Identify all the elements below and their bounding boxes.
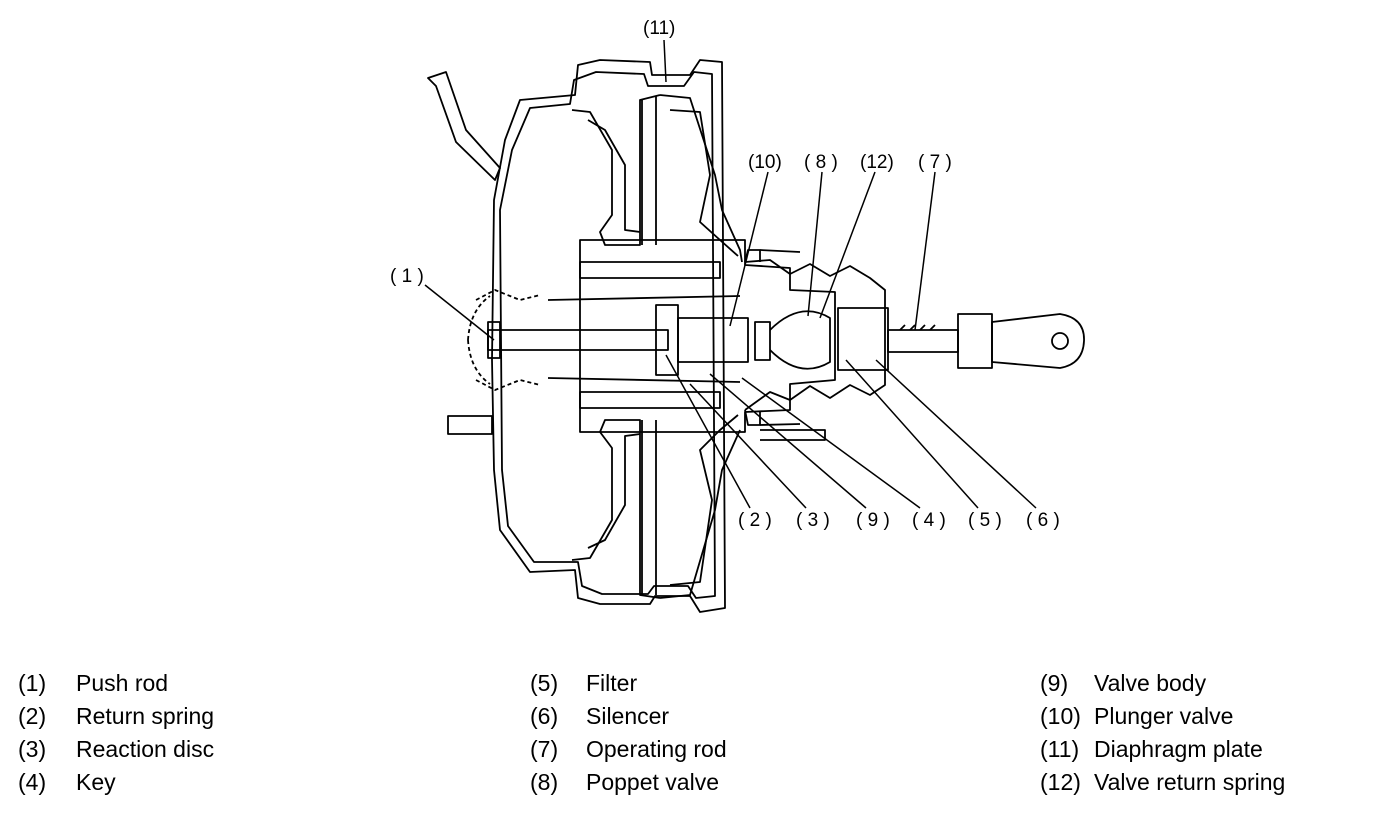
callout-5: ( 5 )	[968, 510, 1002, 531]
legend-number: (6)	[530, 703, 559, 729]
legend-label: Return spring	[76, 703, 215, 729]
legend-item: (6) Silencer	[530, 700, 727, 733]
legend-label: Plunger valve	[1094, 703, 1234, 729]
callout-10: (10)	[748, 152, 782, 173]
callout-6: ( 6 )	[1026, 510, 1060, 531]
clevis	[991, 313, 1085, 369]
legend-label: Valve body	[1094, 670, 1207, 696]
legend-number: (2)	[18, 703, 47, 729]
legend-number: (11)	[1040, 736, 1080, 762]
stud-bolt	[447, 415, 493, 435]
callout-2: ( 2 )	[738, 510, 772, 531]
callout-7: ( 7 )	[918, 152, 952, 173]
callout-11: (11)	[643, 18, 675, 39]
legend-label: Filter	[586, 670, 638, 696]
vacuum-pipe	[427, 71, 501, 181]
legend-label: Key	[76, 769, 116, 795]
legend-column-3: (9) Valve body (10) Plunger valve (11) Diap…	[1040, 667, 1285, 799]
callout-8: ( 8 )	[804, 152, 838, 173]
legend-label: Push rod	[76, 670, 169, 696]
legend-item: (1) Push rod	[18, 667, 214, 700]
legend-number: (9)	[1040, 670, 1069, 696]
legend-number: (5)	[530, 670, 559, 696]
legend-number: (3)	[18, 736, 47, 762]
brake-booster-cross-section: (11) (10) ( 8 ) (12) ( 7 ) ( 1 ) ( 2 ) (…	[390, 18, 1085, 613]
legend-item: (3) Reaction disc	[18, 733, 214, 766]
legend-number: (10)	[1040, 703, 1081, 729]
callout-12: (12)	[860, 152, 894, 173]
callout-9: ( 9 )	[856, 510, 890, 531]
legend-label: Poppet valve	[586, 769, 719, 795]
legend-item: (7) Operating rod	[530, 733, 727, 766]
legend-item: (12) Valve return spring	[1040, 766, 1285, 799]
legend-label: Silencer	[586, 703, 670, 729]
legend-number: (8)	[530, 769, 559, 795]
legend-item: (10) Plunger valve	[1040, 700, 1285, 733]
legend-item: (8) Poppet valve	[530, 766, 727, 799]
legend-item: (9) Valve body	[1040, 667, 1285, 700]
legend-item: (2) Return spring	[18, 700, 214, 733]
rear-boot	[744, 259, 886, 411]
leader-lines	[424, 39, 1037, 509]
legend-label: Operating rod	[586, 736, 727, 762]
legend-number: (4)	[18, 769, 47, 795]
legend-label: Reaction disc	[76, 736, 215, 762]
legend-item: (4) Key	[18, 766, 214, 799]
callout-4: ( 4 )	[912, 510, 946, 531]
legend-label: Valve return spring	[1094, 769, 1286, 795]
operating-rod	[887, 329, 959, 353]
push-rod	[487, 329, 669, 351]
callout-1: ( 1 )	[390, 266, 424, 287]
legend-item: (5) Filter	[530, 667, 727, 700]
legend-column-2: (5) Filter (6) Silencer (7) Operating rod (…	[530, 667, 727, 799]
legend-number: (12)	[1040, 769, 1081, 795]
legend-label: Diaphragm plate	[1094, 736, 1263, 762]
legend-column-1: (1) Push rod (2) Return spring (3) Reaction…	[18, 667, 214, 799]
callout-3: ( 3 )	[796, 510, 830, 531]
legend-number: (7)	[530, 736, 559, 762]
legend-number: (1)	[18, 670, 47, 696]
legend-item: (11) Diaphragm plate	[1040, 733, 1285, 766]
